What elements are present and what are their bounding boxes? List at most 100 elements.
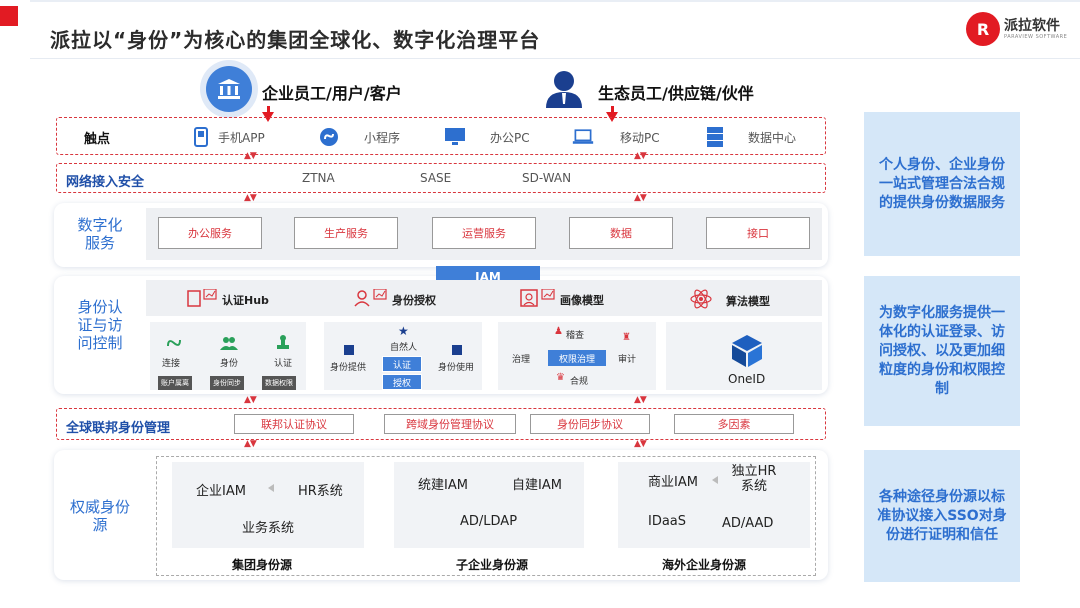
double-arrow-icon: ▲▼ xyxy=(244,439,257,449)
protocol-box: 跨域身份管理协议 xyxy=(384,414,516,434)
user-key-icon xyxy=(354,288,388,310)
atom-icon xyxy=(690,289,712,312)
logo-icon: R xyxy=(966,12,1000,46)
identity-header-bar xyxy=(146,280,822,316)
service-box: 办公服务 xyxy=(158,217,262,249)
authz-center-auth: 认证 xyxy=(382,356,422,372)
profile-bottom: 合规 xyxy=(570,377,589,387)
audit-person-icon: ♟ xyxy=(554,326,563,337)
source-item: 商业IAM xyxy=(648,475,698,490)
double-arrow-icon: ▲▼ xyxy=(244,151,257,161)
hub-tag: 数据权限 xyxy=(262,376,296,390)
hub-item: 认证 xyxy=(274,359,293,369)
network-item: SD-WAN xyxy=(522,171,572,185)
source-item: AD/AAD xyxy=(722,516,774,531)
hub-tag: 账户属离 xyxy=(158,376,192,390)
double-arrow-icon: ▲▼ xyxy=(634,395,647,405)
source-item: HR系统 xyxy=(298,484,343,499)
hub-tag: 身份同步 xyxy=(210,376,244,390)
sources-dashed-frame xyxy=(156,456,816,576)
service-box: 运营服务 xyxy=(432,217,536,249)
clipboard-icon xyxy=(186,288,218,310)
logo-subtext: PARAVIEW SOFTWARE xyxy=(1004,34,1068,40)
phone-icon xyxy=(190,127,212,147)
double-arrow-icon: ▲▼ xyxy=(634,193,647,203)
auth-hub-header: 认证Hub xyxy=(186,288,269,310)
service-box: 数据 xyxy=(569,217,673,249)
server-icon xyxy=(704,127,726,147)
top-divider xyxy=(30,0,1080,2)
left-arrow-icon xyxy=(268,484,274,492)
protocol-box: 联邦认证协议 xyxy=(234,414,354,434)
header-label: 身份授权 xyxy=(392,293,436,307)
touchpoint-label: 小程序 xyxy=(364,130,401,145)
source-caption: 海外企业身份源 xyxy=(662,558,747,572)
double-arrow-icon: ▲▼ xyxy=(634,151,647,161)
group-source-card xyxy=(172,462,364,548)
federation-label: 全球联邦身份管理 xyxy=(66,421,171,436)
source-item: 业务系统 xyxy=(242,521,295,536)
side-note-identity: 为数字化服务提供一体化的认证登录、访问授权、以及更加细粒度的身份和权限控制 xyxy=(864,276,1020,426)
touchpoint-label: 移动PC xyxy=(620,130,660,145)
auditor-icon: ♜ xyxy=(622,332,631,343)
profile-top: 稽查 xyxy=(566,331,585,341)
touchpoint-label: 数据中心 xyxy=(748,130,797,145)
source-item: IDaaS xyxy=(648,514,687,529)
touchpoint-mini-program: 小程序 xyxy=(318,127,400,147)
mini-program-icon xyxy=(318,127,340,147)
hub-item: 身份 xyxy=(220,359,239,369)
enterprise-audience: 企业员工/用户/客户 xyxy=(262,84,402,103)
sources-label: 权威身份源 xyxy=(70,498,131,534)
stamp-icon xyxy=(276,334,290,353)
authz-center-grant: 授权 xyxy=(382,374,422,390)
network-item: ZTNA xyxy=(302,171,335,185)
portrait-icon xyxy=(520,288,556,310)
source-item: 企业IAM xyxy=(196,484,246,499)
overseas-source-card xyxy=(618,462,810,548)
algorithm-model-header: 算法模型 xyxy=(690,289,770,312)
identity-authz-header: 身份授权 xyxy=(354,288,436,310)
touchpoint-label: 办公PC xyxy=(490,130,530,145)
service-box: 接口 xyxy=(706,217,810,249)
provider-icon xyxy=(344,345,354,355)
source-item: AD/LDAP xyxy=(460,514,518,529)
side-note-touchpoints: 个人身份、企业身份一站式管理合法合规的提供身份数据服务 xyxy=(864,112,1020,256)
profile-right: 审计 xyxy=(618,355,637,365)
hub-item: 连接 xyxy=(162,359,181,369)
protocol-box: 多因素 xyxy=(674,414,794,434)
source-item: 统建IAM xyxy=(418,478,468,493)
star-icon: ★ xyxy=(398,324,409,338)
service-box: 生产服务 xyxy=(294,217,398,249)
brand-logo: R 派拉软件 PARAVIEW SOFTWARE xyxy=(966,12,1067,46)
double-arrow-icon: ▲▼ xyxy=(244,193,257,203)
cube-icon xyxy=(730,334,764,372)
identity-label: 身份认证与访问控制 xyxy=(77,298,123,352)
logo-text: 派拉软件 xyxy=(1004,18,1060,34)
header-label: 画像模型 xyxy=(560,293,604,307)
touchpoints-row xyxy=(56,117,826,155)
accent-square xyxy=(0,6,18,26)
page-title: 派拉以“身份”为核心的集团全球化、数字化治理平台 xyxy=(50,28,541,52)
subsidiary-source-card xyxy=(394,462,584,548)
profile-left: 治理 xyxy=(512,355,531,365)
touchpoint-mobile-app: 手机APP xyxy=(190,127,265,147)
person-icon xyxy=(544,70,584,112)
profile-model-header: 画像模型 xyxy=(520,288,604,310)
left-arrow-icon xyxy=(712,476,718,484)
touchpoint-data-center: 数据中心 xyxy=(704,127,796,147)
header-label: 算法模型 xyxy=(726,294,770,308)
double-arrow-icon: ▲▼ xyxy=(244,395,257,405)
touchpoint-mobile-pc: 移动PC xyxy=(572,127,660,147)
digital-services-label: 数字化服务 xyxy=(77,216,123,252)
bank-icon xyxy=(206,66,252,112)
link-icon xyxy=(164,336,184,353)
ecosystem-audience: 生态员工/供应链/伙伴 xyxy=(598,84,754,103)
header-label: 认证Hub xyxy=(222,293,269,307)
protocol-box: 身份同步协议 xyxy=(530,414,650,434)
profile-center: 权限治理 xyxy=(548,350,606,366)
touchpoint-label: 手机APP xyxy=(218,130,265,145)
touchpoint-office-pc: 办公PC xyxy=(444,127,530,147)
authz-top: 自然人 xyxy=(390,343,418,353)
source-item: 自建IAM xyxy=(512,478,562,493)
federation-row xyxy=(56,408,826,440)
